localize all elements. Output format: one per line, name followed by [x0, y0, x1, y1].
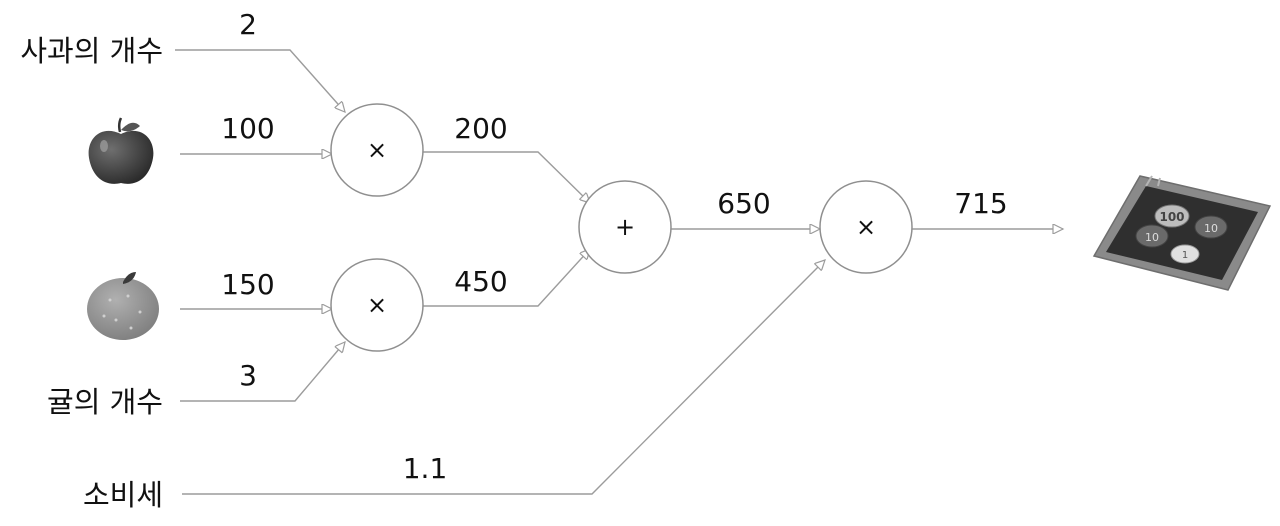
coin-tray-icon: 100 10 10 1: [1092, 175, 1272, 291]
node-mul-tax: ×: [819, 180, 913, 274]
value-final: 715: [954, 187, 1007, 220]
label-tax: 소비세: [83, 478, 163, 512]
coin-10-right: 10: [1194, 215, 1228, 239]
node-mul-orange: ×: [330, 258, 424, 352]
value-sum: 650: [717, 187, 770, 220]
label-orange-count: 귤의 개수: [47, 385, 163, 419]
svg-text:100: 100: [1159, 210, 1184, 224]
edges: [175, 49, 1063, 495]
edge-apple-count: [175, 49, 345, 112]
coin-1: 1: [1170, 244, 1200, 264]
value-apple-total: 200: [454, 112, 507, 145]
value-tax: 1.1: [403, 452, 448, 485]
operator-add: +: [615, 213, 635, 241]
label-apple-count: 사과의 개수: [20, 34, 163, 68]
operator-multiply: ×: [367, 136, 387, 164]
value-orange-total: 450: [454, 265, 507, 298]
apple-icon: [88, 117, 154, 184]
edge-apple-total: [423, 151, 590, 203]
svg-text:10: 10: [1145, 231, 1159, 244]
orange-icon: [87, 272, 159, 340]
coin-10-left: 10: [1135, 224, 1169, 248]
node-add: +: [578, 180, 672, 274]
edge-orange-total: [423, 249, 590, 307]
operator-multiply: ×: [367, 291, 387, 319]
edge-tax: [182, 260, 825, 495]
svg-text:1: 1: [1182, 250, 1188, 261]
coin-100: 100: [1154, 204, 1190, 228]
value-apple-count: 2: [239, 8, 257, 41]
value-apple-price: 100: [221, 112, 274, 145]
svg-text:10: 10: [1204, 222, 1218, 235]
edge-orange-count: [180, 342, 345, 402]
node-mul-apple: ×: [330, 103, 424, 197]
operator-multiply: ×: [856, 213, 876, 241]
value-orange-price: 150: [221, 268, 274, 301]
value-orange-count: 3: [239, 359, 257, 392]
